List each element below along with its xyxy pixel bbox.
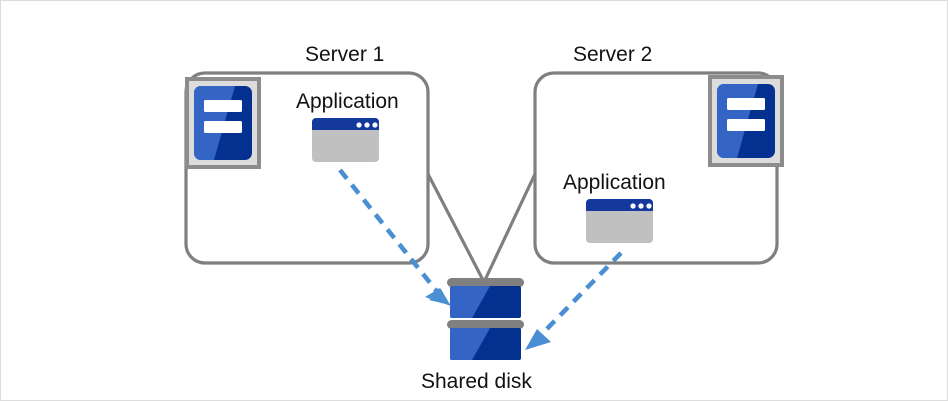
server2-application-label: Application <box>563 171 666 194</box>
server1-title: Server 1 <box>305 43 385 66</box>
server2-to-disk-link <box>483 173 537 281</box>
app1-to-disk-access-arrow <box>338 168 451 306</box>
server2-title: Server 2 <box>573 43 653 66</box>
server1-application-icon <box>312 118 379 162</box>
server1-to-disk-link <box>426 173 485 281</box>
shared-disk-icon <box>447 278 524 360</box>
app2-to-disk-access-arrow <box>525 251 623 350</box>
server2-server-icon <box>708 75 784 167</box>
server1-application-label: Application <box>296 90 399 113</box>
server2-application-icon <box>586 199 653 243</box>
shared-disk-label: Shared disk <box>421 370 532 393</box>
server1-server-icon <box>185 77 261 169</box>
server2-boundary-box <box>533 71 779 265</box>
